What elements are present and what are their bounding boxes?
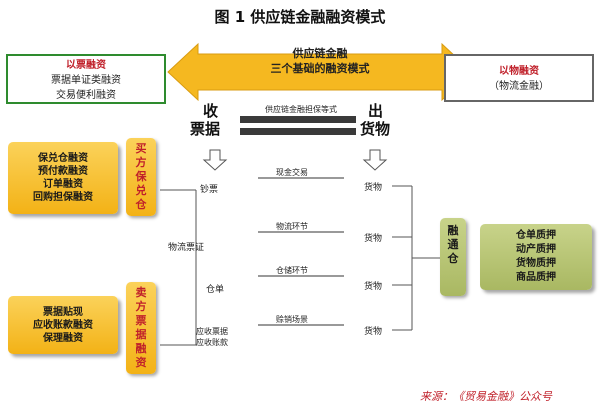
source-caption: 来源：《贸易金融》公众号 bbox=[420, 390, 552, 403]
ticket-financing-head: 以票融资 bbox=[66, 60, 106, 71]
seller-bill-char: 票 bbox=[135, 314, 147, 327]
buyer-confirm-tab: 买 方 保 兑 仓 bbox=[126, 138, 156, 216]
buyer-confirm-char: 兑 bbox=[135, 184, 147, 197]
ship-label-top: 出 bbox=[368, 102, 384, 120]
pledge-item: 动产质押 bbox=[516, 244, 556, 255]
buyer-confirm-char: 仓 bbox=[135, 198, 147, 211]
pledge-item: 货物质押 bbox=[516, 258, 556, 269]
row-left-label: 钞票 bbox=[200, 185, 219, 195]
receive-label-top: 收 bbox=[203, 102, 219, 120]
seller-financing-item: 应收账款融资 bbox=[33, 320, 93, 331]
down-arrow-right bbox=[362, 149, 388, 171]
row-left-label-second: 应收账款 bbox=[196, 338, 228, 347]
center-arrow-text: 供应链金融 三个基础的融资模式 bbox=[200, 46, 440, 76]
buyer-financing-item: 订单融资 bbox=[43, 179, 83, 190]
seller-bill-tab: 卖 方 票 据 融 资 bbox=[126, 282, 156, 374]
seller-bill-char: 资 bbox=[135, 356, 147, 369]
financing-warehouse-char: 融 bbox=[447, 224, 459, 237]
financing-warehouse-char: 通 bbox=[447, 238, 459, 251]
row-center-label: 物流环节 bbox=[276, 222, 308, 231]
down-arrow-left bbox=[202, 149, 228, 171]
seller-financing-item: 票据贴现 bbox=[43, 307, 83, 318]
seller-bill-char: 方 bbox=[135, 300, 147, 313]
goods-financing-head: 以物融资 bbox=[499, 66, 539, 77]
buyer-confirm-char: 方 bbox=[135, 156, 147, 169]
equal-bar-top bbox=[240, 116, 356, 123]
buyer-financing-box: 保兑仓融资 预付款融资 订单融资 回购担保融资 bbox=[8, 142, 118, 214]
row-left-label: 仓单 bbox=[206, 285, 225, 295]
row-center-label: 仓储环节 bbox=[276, 266, 308, 275]
row-left-label: 物流票证 bbox=[168, 243, 205, 253]
seller-bill-char: 卖 bbox=[135, 286, 147, 299]
financing-warehouse-char: 仓 bbox=[447, 252, 459, 265]
row-right-label: 货物 bbox=[364, 183, 383, 193]
seller-financing-item: 保理融资 bbox=[43, 333, 83, 344]
goods-financing-line: （物流金融） bbox=[489, 81, 549, 92]
center-arrow-line: 供应链金融 bbox=[292, 47, 348, 60]
ticket-financing-box: 以票融资 票据单证类融资 交易便利融资 bbox=[6, 54, 166, 104]
diagram-title: 图 1 供应链金融融资模式 bbox=[214, 8, 386, 26]
buyer-financing-item: 保兑仓融资 bbox=[38, 153, 88, 164]
row-right-label: 货物 bbox=[364, 282, 383, 292]
row-right-label: 货物 bbox=[364, 234, 383, 244]
buyer-financing-item: 回购担保融资 bbox=[33, 192, 93, 203]
buyer-financing-item: 预付款融资 bbox=[38, 166, 88, 177]
seller-bill-char: 融 bbox=[135, 342, 147, 355]
pledge-financing-box: 仓单质押 动产质押 货物质押 商品质押 bbox=[480, 224, 592, 290]
ticket-financing-line: 交易便利融资 bbox=[56, 90, 116, 101]
pledge-item: 仓单质押 bbox=[516, 230, 556, 241]
seller-bill-char: 据 bbox=[135, 328, 147, 341]
row-left-label: 应收票据 bbox=[196, 327, 228, 336]
buyer-confirm-char: 买 bbox=[135, 142, 147, 155]
row-center-label: 现金交易 bbox=[276, 168, 308, 177]
goods-financing-box: 以物融资 （物流金融） bbox=[444, 54, 594, 102]
ship-label-bottom: 货物 bbox=[360, 120, 391, 138]
pledge-item: 商品质押 bbox=[516, 272, 556, 283]
seller-financing-box: 票据贴现 应收账款融资 保理融资 bbox=[8, 296, 118, 354]
buyer-confirm-char: 保 bbox=[135, 170, 147, 183]
equal-bar-bottom bbox=[240, 128, 356, 135]
receive-label-bottom: 票据 bbox=[190, 120, 221, 138]
guarantee-equation-label: 供应链金融担保等式 bbox=[265, 105, 337, 114]
row-right-label: 货物 bbox=[364, 327, 383, 337]
financing-warehouse-tab: 融 通 仓 bbox=[440, 218, 466, 296]
row-center-label: 赊销场景 bbox=[276, 315, 308, 324]
ticket-financing-line: 票据单证类融资 bbox=[51, 75, 121, 86]
center-arrow-line: 三个基础的融资模式 bbox=[270, 62, 370, 75]
